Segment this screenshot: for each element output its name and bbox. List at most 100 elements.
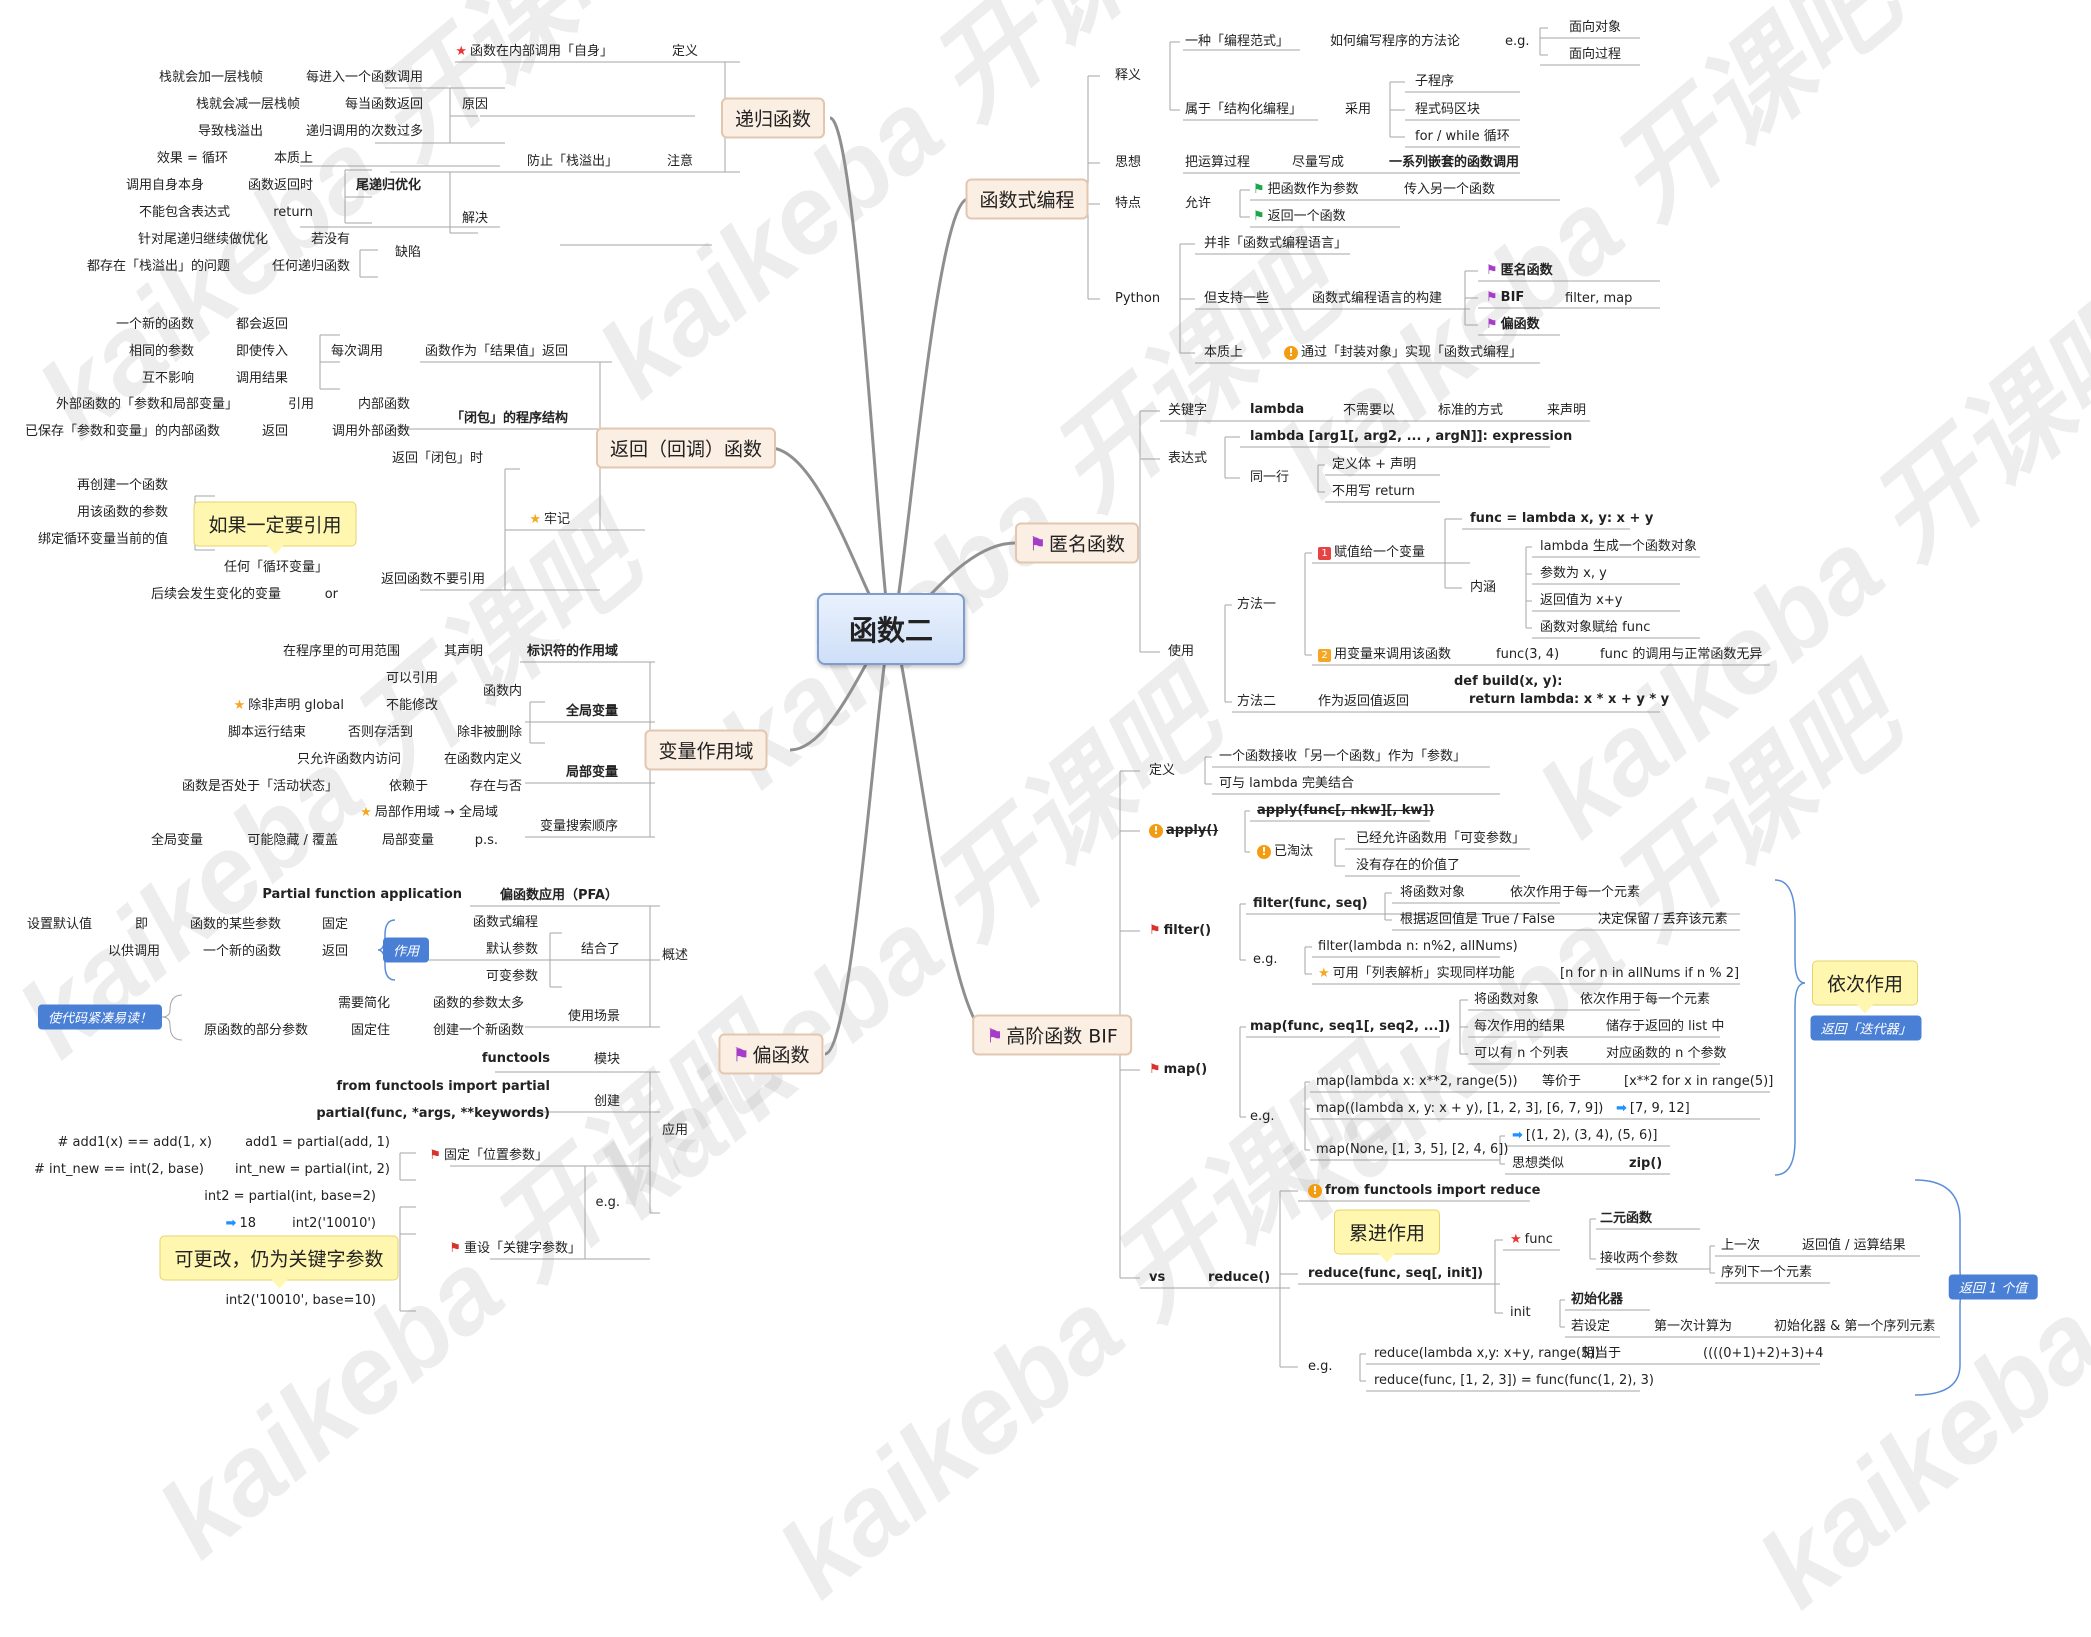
- connector-line: [829, 116, 893, 631]
- branch-label: 高阶函数 BIF: [1006, 1025, 1118, 1048]
- node: 函数的参数太多: [432, 996, 524, 1011]
- node: 本质上: [273, 151, 313, 166]
- node-text: 局部作用域 → 全局域: [374, 805, 498, 820]
- node: 函数式编程: [472, 915, 538, 930]
- connector-line: [161, 994, 183, 1041]
- branch-partial[interactable]: ⚑偏函数: [718, 1033, 824, 1075]
- callout-note: 依次作用: [1811, 960, 1919, 1014]
- node: 二元函数: [1600, 1211, 1653, 1226]
- node: 概述: [661, 948, 688, 963]
- orange-star-icon: ★: [1318, 966, 1330, 981]
- node: 思想类似: [1512, 1156, 1565, 1171]
- node: 程式码区块: [1415, 102, 1481, 117]
- node-text: 固定「位置参数」: [443, 1148, 548, 1163]
- node: 采用: [1345, 102, 1372, 117]
- node: 将函数对象: [1474, 992, 1540, 1007]
- node: lambda [arg1[, arg2, ... , argN]]: expre…: [1250, 429, 1573, 444]
- red-flag-icon: ⚑: [1149, 923, 1161, 938]
- node: 表达式: [1168, 451, 1208, 466]
- connector-line: [824, 627, 893, 1056]
- connector-line: [889, 197, 969, 631]
- node: 作为返回值返回: [1318, 694, 1410, 709]
- node: 可以有 n 个列表: [1474, 1046, 1569, 1061]
- node: 没有存在的价值了: [1356, 858, 1461, 873]
- node: 固定住: [350, 1023, 390, 1038]
- node: 不能修改: [385, 698, 438, 713]
- purple-flag-icon: ⚑: [1486, 263, 1498, 278]
- node: e.g.: [1250, 1109, 1275, 1124]
- exclamation-icon: !: [1149, 824, 1163, 838]
- node: 属于「结构化编程」: [1185, 102, 1303, 117]
- tag-label: 使代码紧凑易读！: [37, 1004, 163, 1030]
- node: ★函数在内部调用「自身」: [453, 44, 615, 60]
- branch-functional[interactable]: 函数式编程: [965, 178, 1089, 220]
- node: 都存在「栈溢出」的问题: [86, 259, 230, 274]
- node: [n for n in allNums if n % 2]: [1560, 966, 1740, 981]
- green-flag-icon: ⚑: [1253, 209, 1265, 224]
- node: 每次调用: [330, 344, 383, 359]
- node: int_new = partial(int, 2): [235, 1162, 390, 1177]
- node: 结合了: [580, 942, 620, 957]
- callout-note: 可更改，仍为关键字参数: [159, 1235, 399, 1289]
- branch-scope[interactable]: 变量作用域: [644, 729, 768, 771]
- node: partial(func, *args, **keywords): [316, 1106, 550, 1121]
- node: ⚑filter(): [1147, 923, 1213, 939]
- node: 函数对象赋给 func: [1540, 620, 1651, 635]
- node: 返回函数不要引用: [380, 572, 485, 587]
- node: ⚑重设「关键字参数」: [447, 1241, 583, 1257]
- node: 函数的某些参数: [189, 917, 281, 932]
- red-star-icon: ★: [1510, 1232, 1522, 1247]
- branch-closure[interactable]: 返回（回调）函数: [595, 427, 777, 469]
- node: ★局部作用域 → 全局域: [358, 805, 500, 821]
- node: filter(lambda n: n%2, allNums): [1318, 939, 1518, 954]
- purple-flag-icon: ⚑: [1486, 290, 1498, 305]
- connector-line: [889, 627, 991, 1037]
- node: 针对尾递归继续做优化: [137, 232, 268, 247]
- connector-line: [377, 919, 396, 981]
- branch-recursion[interactable]: 递归函数: [720, 97, 826, 139]
- node: 效果 = 循环: [156, 151, 228, 166]
- node-text: BIF: [1500, 290, 1525, 305]
- node: reduce(func, seq[, init]): [1308, 1266, 1484, 1281]
- node: 固定: [321, 917, 348, 932]
- node: 都会返回: [235, 317, 288, 332]
- node: 依次作用于每一个元素: [1510, 885, 1641, 900]
- node: ➡[(1, 2), (3, 4), (5, 6)]: [1510, 1128, 1659, 1144]
- node: 已保存「参数和变量」的内部函数: [24, 424, 220, 439]
- number-2-icon: 2: [1318, 649, 1331, 662]
- node: 返回值为 x+y: [1540, 593, 1623, 608]
- node: 存在与否: [469, 779, 522, 794]
- node-text: 函数在内部调用「自身」: [469, 44, 613, 59]
- node: 但支持一些: [1204, 291, 1270, 306]
- branch-hof[interactable]: ⚑高阶函数 BIF: [972, 1014, 1132, 1056]
- node: # int_new == int(2, base): [33, 1162, 204, 1177]
- node: 栈就会减一层栈帧: [195, 97, 300, 112]
- branch-label: 匿名函数: [1049, 533, 1126, 556]
- purple-flag-icon: ⚑: [986, 1025, 1004, 1048]
- node: 决定保留 / 丢弃该元素: [1598, 912, 1728, 927]
- node: 否则存活到: [347, 725, 413, 740]
- root-topic[interactable]: 函数二: [816, 593, 966, 665]
- node: init: [1510, 1305, 1531, 1320]
- node: 即使传入: [235, 344, 288, 359]
- node: ⚑把函数作为参数: [1251, 182, 1361, 198]
- node: add1 = partial(add, 1): [245, 1135, 390, 1150]
- node: vs: [1149, 1270, 1166, 1285]
- node: 传入另一个函数: [1404, 182, 1496, 197]
- node: 不能包含表达式: [138, 205, 230, 220]
- node: 脚本运行结束: [227, 725, 306, 740]
- node: e.g.: [595, 1195, 620, 1210]
- node: 内涵: [1470, 580, 1497, 595]
- red-flag-icon: ⚑: [1149, 1062, 1161, 1077]
- node: map(lambda x: x**2, range(5)): [1316, 1074, 1518, 1089]
- node: 同一行: [1250, 470, 1290, 485]
- node-text: 赋值给一个变量: [1334, 545, 1426, 560]
- node: 局部变量: [381, 833, 434, 848]
- branch-lambda[interactable]: ⚑匿名函数: [1014, 522, 1140, 564]
- node: 思想: [1115, 155, 1142, 170]
- node: 再创建一个函数: [76, 478, 168, 493]
- node: 根据返回值是 True / False: [1400, 912, 1556, 927]
- node: 后续会发生变化的变量: [150, 587, 281, 602]
- node: [x**2 for x in range(5)]: [1624, 1074, 1774, 1089]
- node: 局部变量: [565, 765, 618, 780]
